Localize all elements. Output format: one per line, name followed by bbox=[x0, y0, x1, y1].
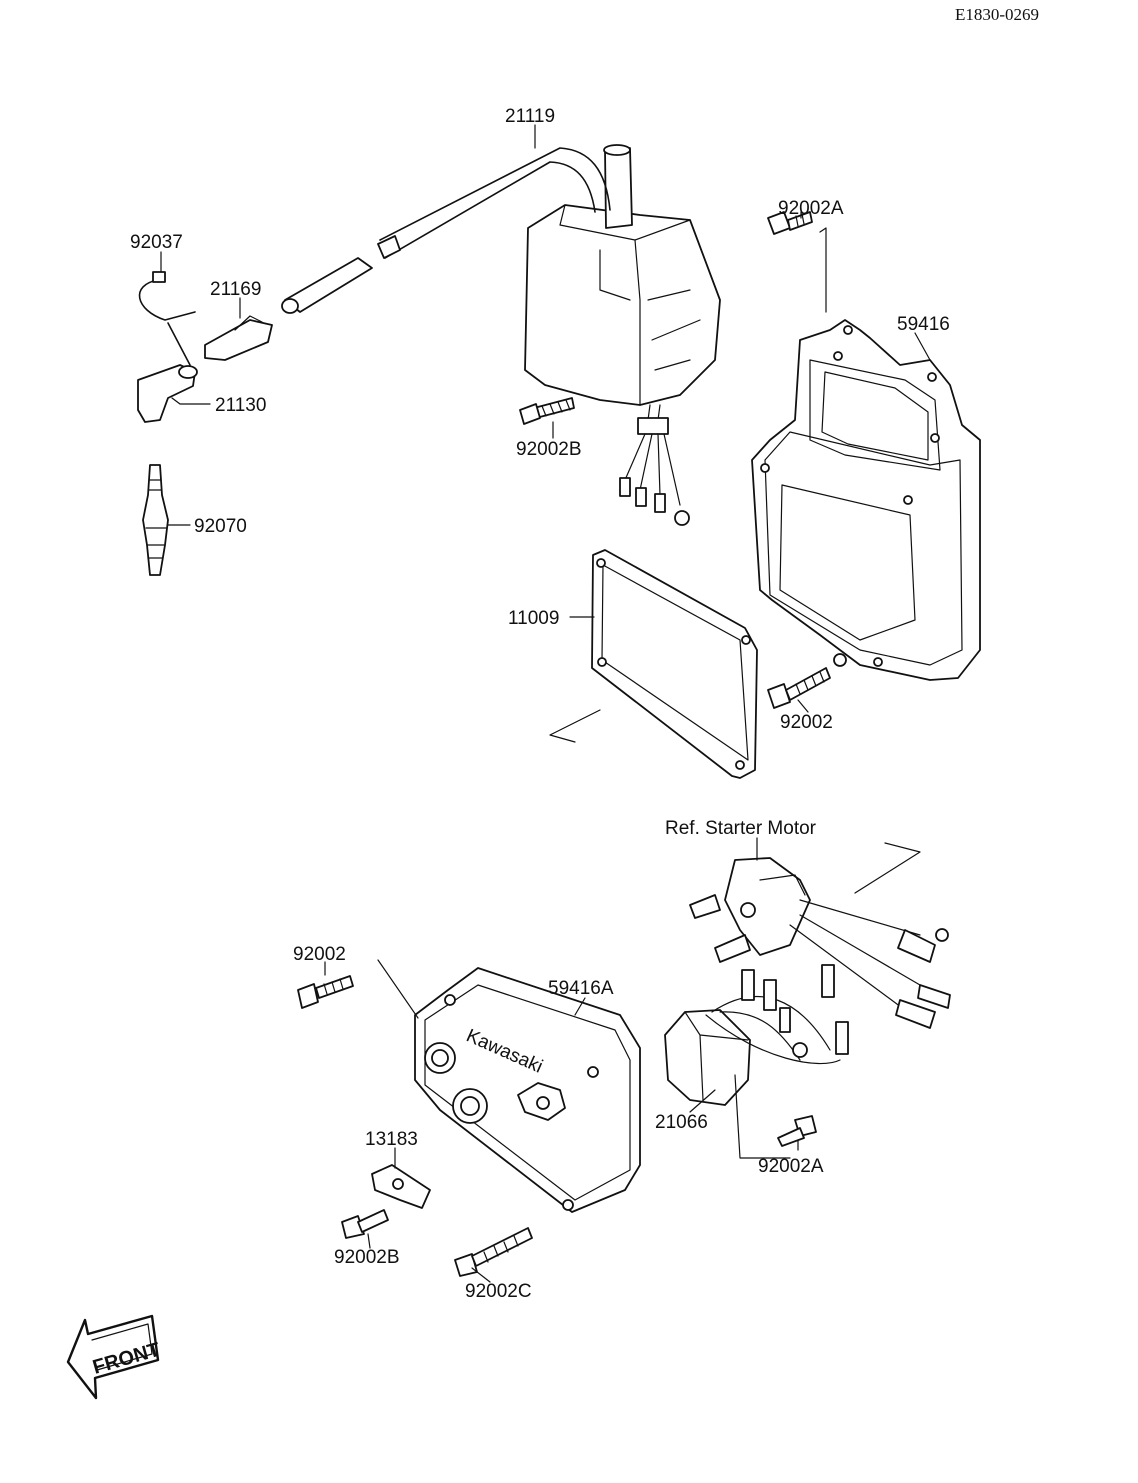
ignition-coil bbox=[377, 144, 721, 526]
callout-59416A: 59416A bbox=[548, 978, 614, 999]
callout-21130: 21130 bbox=[215, 395, 266, 416]
coil-cover-59416 bbox=[751, 319, 981, 681]
bolt-92002B-bottom bbox=[341, 1209, 389, 1239]
callout-59416: 59416 bbox=[897, 314, 950, 335]
bolt-92002-bottom bbox=[297, 959, 419, 1019]
leader-lines bbox=[160, 124, 931, 1283]
callout-92002-top: 92002 bbox=[780, 712, 833, 733]
callout-92002A-bottom: 92002A bbox=[758, 1156, 824, 1177]
bolt-92002B-top bbox=[519, 397, 575, 425]
plate-13183 bbox=[371, 1164, 431, 1209]
front-arrow-badge: FRONT bbox=[66, 1314, 163, 1400]
bolt-92002A-top bbox=[767, 211, 827, 313]
callout-92002B-top: 92002B bbox=[516, 439, 582, 460]
bolt-92002-top bbox=[767, 667, 831, 709]
bolt-92002A-bottom bbox=[777, 1115, 817, 1147]
callout-21169: 21169 bbox=[210, 279, 261, 300]
document-code: E1830-0269 bbox=[955, 5, 1039, 24]
cover-59416A: Kawasaki bbox=[414, 967, 641, 1213]
callout-92002-bottom: 92002 bbox=[293, 944, 346, 965]
bolt-92002C bbox=[454, 1227, 533, 1277]
callout-92002C: 92002C bbox=[465, 1281, 532, 1302]
gasket-11009 bbox=[549, 549, 758, 779]
starter-relay bbox=[689, 842, 951, 1029]
callout-92002A-top: 92002A bbox=[778, 198, 844, 219]
callout-ref-starter-motor: Ref. Starter Motor bbox=[665, 818, 817, 839]
callout-92002B-bottom: 92002B bbox=[334, 1247, 400, 1268]
callout-13183: 13183 bbox=[365, 1129, 418, 1150]
callout-92070: 92070 bbox=[194, 516, 247, 537]
callout-21066: 21066 bbox=[655, 1112, 708, 1133]
callout-92037: 92037 bbox=[130, 232, 183, 253]
regulator-21066 bbox=[664, 964, 849, 1159]
plug-cap-assembly bbox=[137, 257, 373, 576]
callout-11009: 11009 bbox=[508, 608, 559, 629]
callout-21119: 21119 bbox=[505, 106, 555, 127]
